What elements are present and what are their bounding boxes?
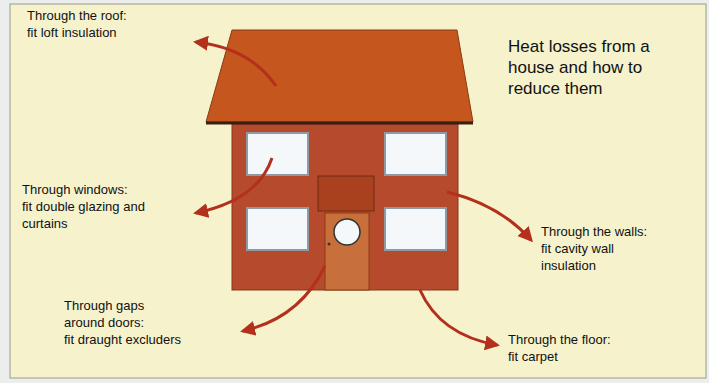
eave-line [206, 122, 473, 125]
heat-arrow [243, 266, 325, 331]
roof [206, 30, 473, 122]
window [247, 133, 308, 175]
callout-heading: Through the floor: [508, 331, 668, 348]
heat-arrow [420, 290, 497, 345]
door-knob [328, 243, 331, 246]
heat-arrow [196, 158, 272, 213]
window [385, 133, 446, 175]
door-window [334, 219, 360, 245]
heat-arrow [196, 42, 276, 86]
door-canopy [318, 176, 374, 211]
callout-heading: Through windows: [22, 181, 192, 198]
diagram-title: Heat losses from a house and how to redu… [508, 36, 693, 99]
window [247, 208, 308, 250]
callout-text: fit double glazing and curtains [22, 198, 147, 232]
callout-text: fit draught excluders [64, 331, 244, 348]
callout-heading: Through gaps around doors: [64, 297, 164, 331]
callout-text: fit carpet [508, 348, 668, 365]
callout-text: fit cavity wall insulation [541, 240, 653, 274]
wall [232, 124, 458, 290]
callout-text: fit loft insulation [27, 24, 197, 41]
panel [10, 4, 706, 378]
callout-heading: Through the walls: [541, 223, 701, 240]
door [325, 213, 369, 290]
window [385, 208, 446, 250]
callout-heading: Through the roof: [27, 7, 197, 24]
heat-arrow [447, 192, 531, 240]
